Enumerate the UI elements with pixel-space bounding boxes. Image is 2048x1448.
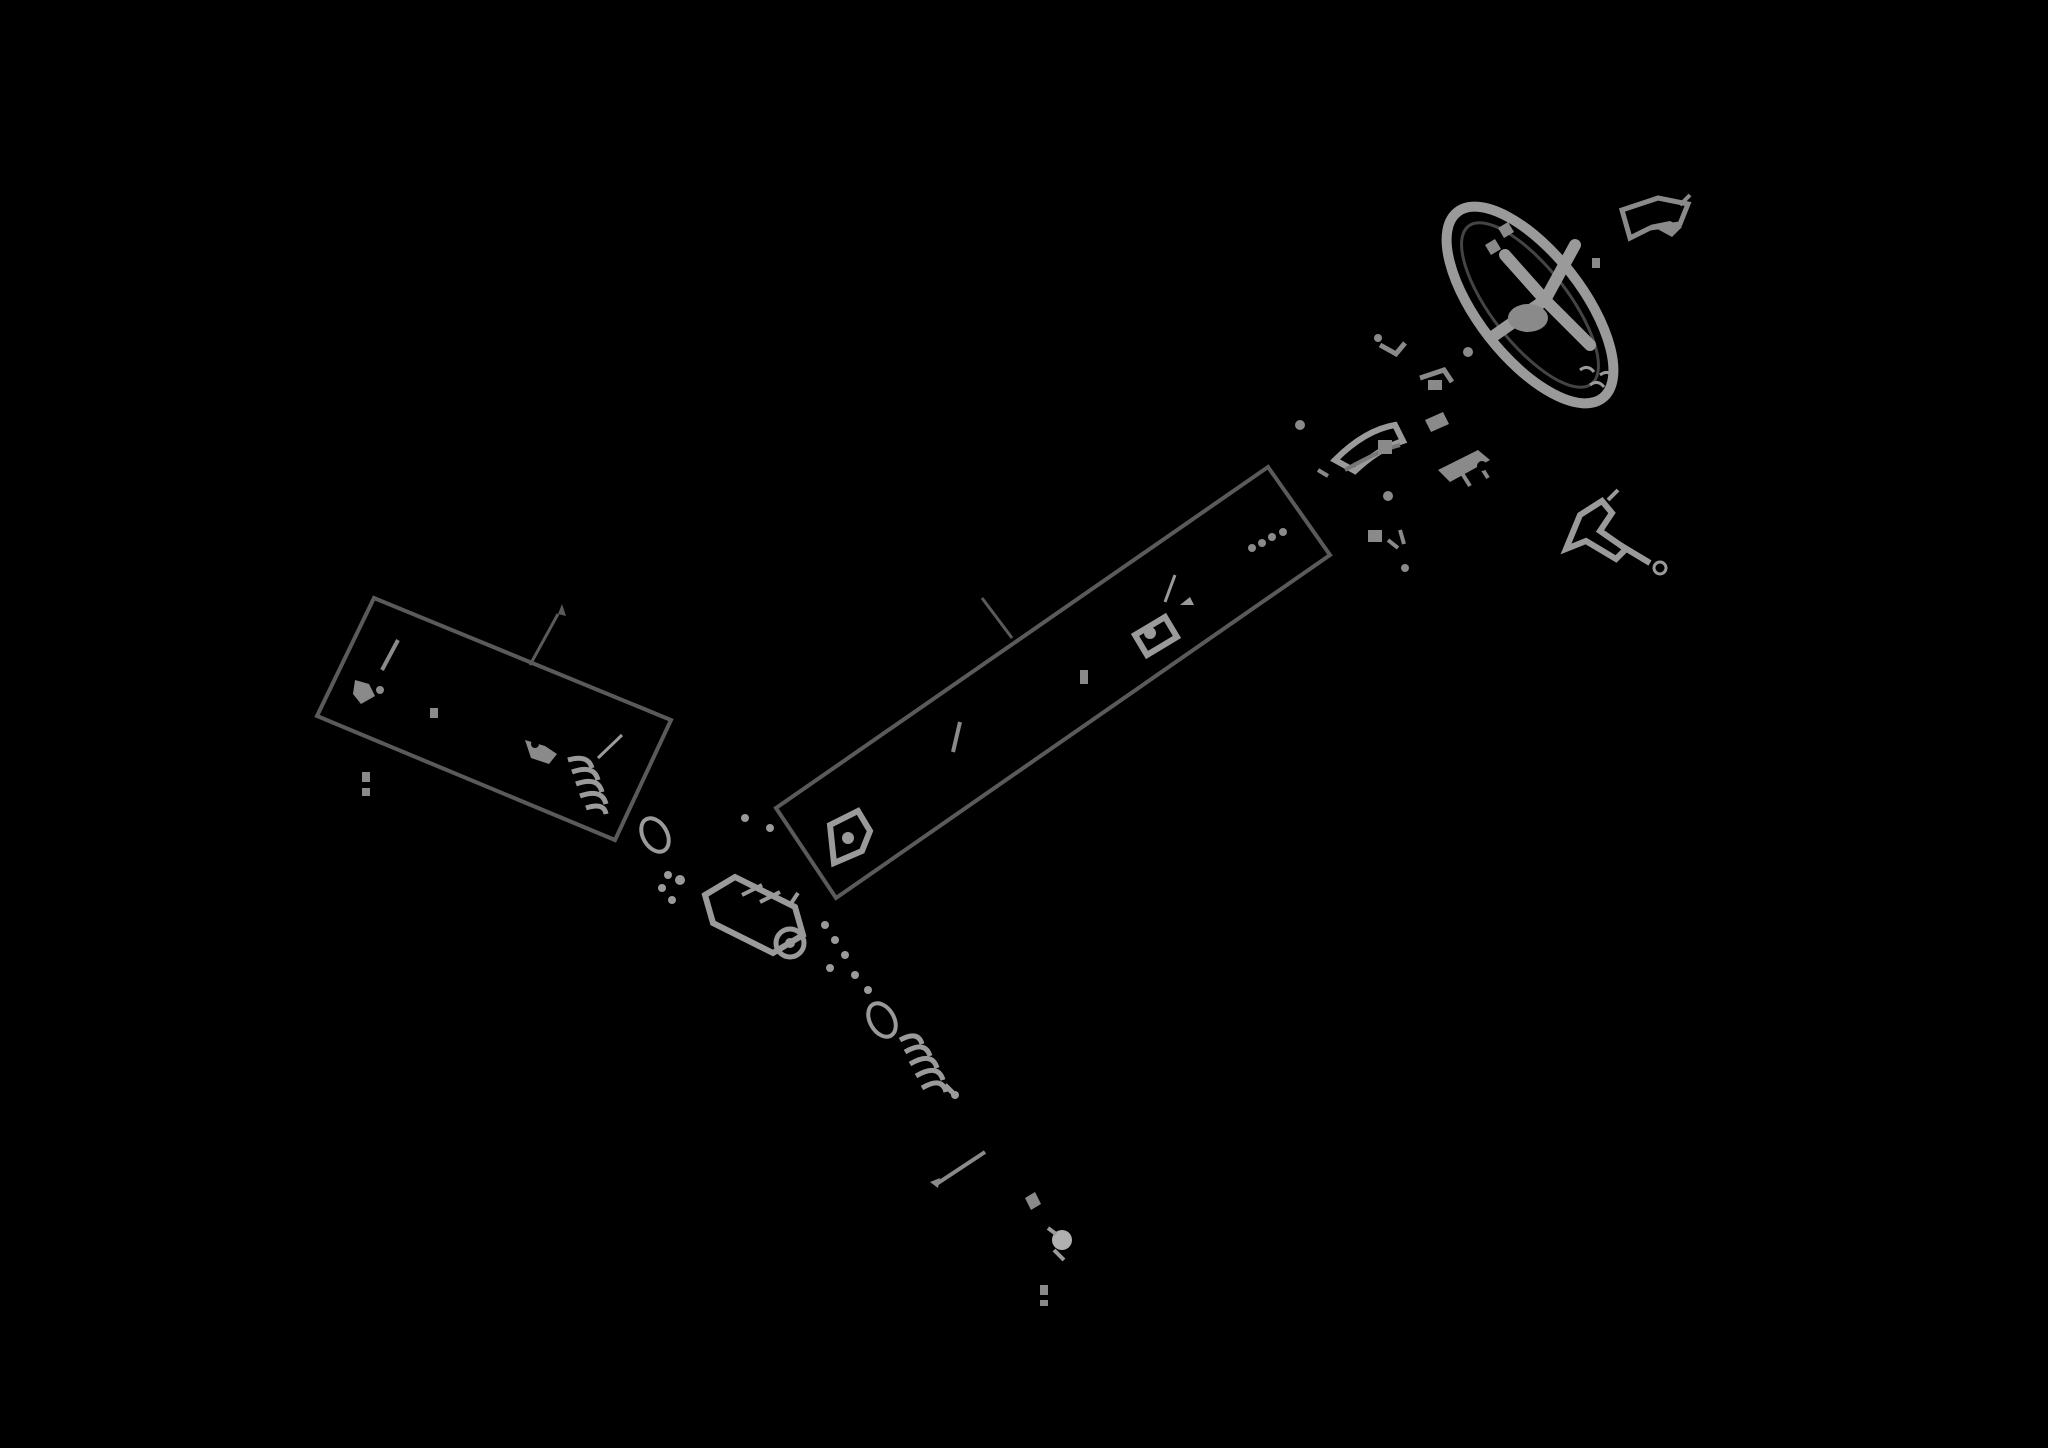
boot-right-part (866, 1001, 959, 1099)
tie-rod-kit-left-part (353, 639, 624, 815)
column-kit-callout (773, 464, 1333, 901)
combination-switch-part (1295, 420, 1408, 478)
tie-rod-kit-box (314, 595, 674, 843)
steering-gear-housing-part (701, 873, 807, 960)
housing-small-parts (658, 814, 872, 994)
column-kit-box (773, 464, 1333, 901)
column-kit-leader (980, 597, 1014, 639)
leader-arrowhead (558, 604, 566, 616)
tie-rod-right-part (930, 1150, 987, 1188)
ignition-lock-part (1368, 450, 1490, 572)
upper-universal-joint-part (1130, 574, 1194, 660)
steering-wheel-part (1441, 201, 1619, 409)
tie-rod-end-right-part (1025, 1192, 1072, 1306)
horn-pad-part (1592, 193, 1692, 268)
tie-rod-kit-leader (528, 613, 560, 666)
column-cover-upper-part (1374, 334, 1473, 432)
column-bracket-part (1560, 488, 1668, 576)
column-kit-small-parts (951, 528, 1287, 753)
lower-universal-joint-part (826, 807, 874, 868)
boot-left-part (639, 816, 671, 854)
tie-rod-kit-callout (314, 595, 674, 843)
tie-rod-end-left-part (362, 772, 370, 796)
